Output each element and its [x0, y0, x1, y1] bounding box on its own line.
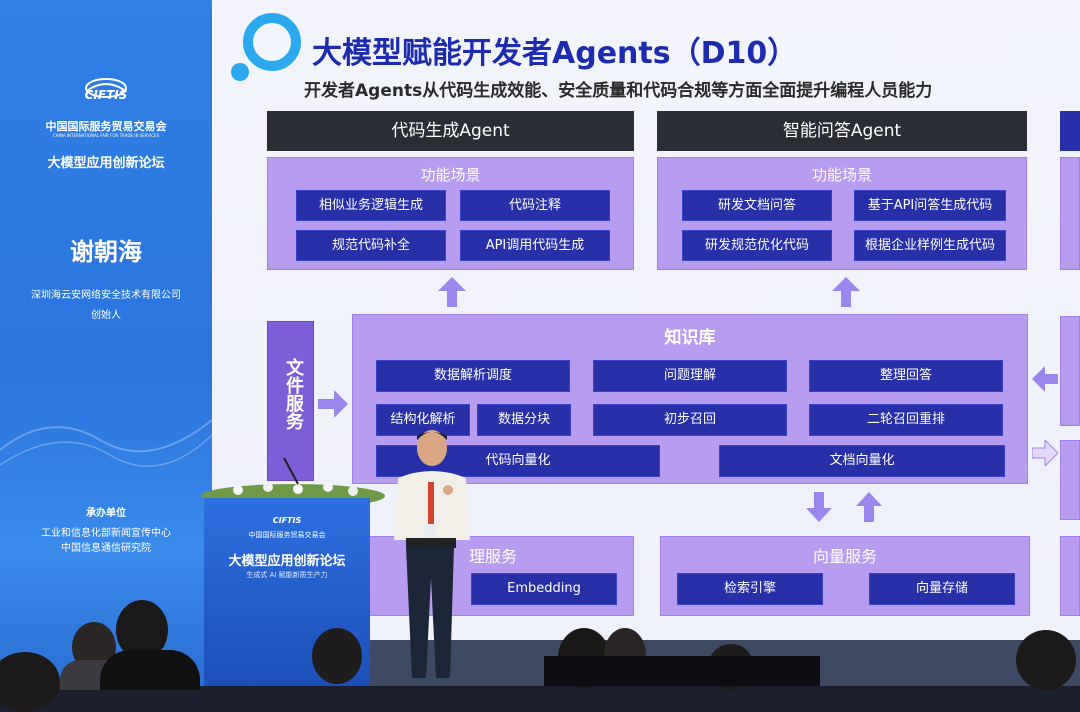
panel-title: 功能场景 [811, 166, 872, 184]
podium-logo-text: CIFTIS [272, 516, 302, 525]
file-service-box: 文件服务 [267, 321, 314, 481]
speaker-company: 深圳海云安网络安全技术有限公司 [31, 290, 181, 301]
monitor [544, 656, 820, 686]
host-org-1: 工业和信息化部新闻宣传中心 [41, 528, 171, 539]
kb-chip: 整理回答 [809, 360, 1003, 392]
down-arrow-icon [806, 492, 832, 522]
kb-chip: 文档向量化 [719, 445, 1005, 477]
audience-head [1016, 630, 1076, 690]
kb-chip: 数据解析调度 [376, 360, 570, 392]
org-name-en: CHINA INTERNATIONAL FAIR FOR TRADE IN SE… [52, 133, 160, 138]
audience-head [312, 628, 362, 684]
scenario-chip: 基于API问答生成代码 [854, 190, 1006, 221]
scenario-chip: 研发规范优化代码 [682, 230, 832, 261]
partial-panel-right-2 [1060, 316, 1080, 426]
kb-chip: 问题理解 [593, 360, 787, 392]
knowledge-base-panel: 知识库 数据解析调度 问题理解 整理回答 结构化解析 数据分块 初步召回 二轮召… [352, 314, 1028, 484]
right-arrow-icon [1031, 438, 1059, 468]
speaker-role: 创始人 [91, 310, 121, 321]
up-arrow-icon [832, 277, 860, 307]
scenario-chip: 代码注释 [460, 190, 610, 221]
kb-chip: 初步召回 [593, 404, 787, 436]
partial-panel-right-3 [1060, 440, 1080, 520]
audience-body [100, 650, 200, 690]
scenario-chip: 相似业务逻辑生成 [296, 190, 446, 221]
code-gen-scenarios-panel: 功能场景 相似业务逻辑生成 代码注释 规范代码补全 API调用代码生成 [267, 157, 634, 270]
panel-title: 功能场景 [420, 166, 481, 184]
right-arrow-icon [318, 390, 348, 418]
partial-panel-right [1060, 157, 1080, 270]
code-gen-agent-header: 代码生成Agent [267, 111, 634, 151]
up-arrow-icon [856, 492, 882, 522]
vector-service-panel: 向量服务 检索引擎 向量存储 [660, 536, 1030, 616]
left-banner: CIFTIS 中国国际服务贸易交易会 CHINA INTERNATIONAL F… [0, 0, 213, 686]
audience-head [0, 652, 60, 712]
vector-chip: 向量存储 [869, 573, 1015, 605]
scenario-chip: 规范代码补全 [296, 230, 446, 261]
kb-chip: 二轮召回重排 [809, 404, 1003, 436]
org-name: 中国国际服务贸易交易会 [45, 120, 167, 133]
ciftis-logo [78, 74, 134, 114]
slide-circle-logo [228, 12, 302, 86]
banner-wave-decoration [0, 390, 213, 480]
kb-chip: 数据分块 [477, 404, 571, 436]
embedding-service-panel: 理服务 Embedding [352, 536, 634, 616]
host-label: 承办单位 [86, 508, 126, 519]
panel-title: 向量服务 [812, 547, 877, 566]
podium-subtitle: 生成式 AI 赋能新质生产力 [246, 571, 328, 579]
qa-agent-header: 智能问答Agent [657, 111, 1027, 151]
partial-header-right [1060, 111, 1080, 151]
scenario-chip: 研发文档问答 [682, 190, 832, 221]
left-arrow-icon [1032, 366, 1058, 392]
scenario-chip: API调用代码生成 [460, 230, 610, 261]
partial-panel-right-4 [1060, 536, 1080, 616]
panel-title: 知识库 [664, 328, 716, 348]
podium-org: 中国国际服务贸易交易会 [248, 531, 326, 539]
embedding-chip: Embedding [471, 573, 617, 605]
podium-title: 大模型应用创新论坛 [228, 554, 346, 569]
slide-subtitle: 开发者Agents从代码生成效能、安全质量和代码合规等方面全面提升编程人员能力 [304, 81, 933, 101]
forum-name: 大模型应用创新论坛 [47, 156, 165, 171]
speaker-person [384, 428, 476, 686]
file-service-label: 文件服务 [283, 358, 304, 430]
speaker-name: 谢朝海 [70, 238, 142, 266]
up-arrow-icon [438, 277, 466, 307]
slide-title: 大模型赋能开发者Agents（D10） [312, 36, 798, 71]
panel-title: 理服务 [468, 547, 517, 566]
qa-scenarios-panel: 功能场景 研发文档问答 基于API问答生成代码 研发规范优化代码 根据企业样例生… [657, 157, 1027, 270]
host-org-2: 中国信息通信研究院 [61, 543, 151, 554]
vector-chip: 检索引擎 [677, 573, 823, 605]
scenario-chip: 根据企业样例生成代码 [854, 230, 1006, 261]
microphone [282, 456, 302, 486]
kb-chip: 结构化解析 [376, 404, 470, 436]
ciftis-logo-text: CIFTIS [84, 88, 128, 102]
